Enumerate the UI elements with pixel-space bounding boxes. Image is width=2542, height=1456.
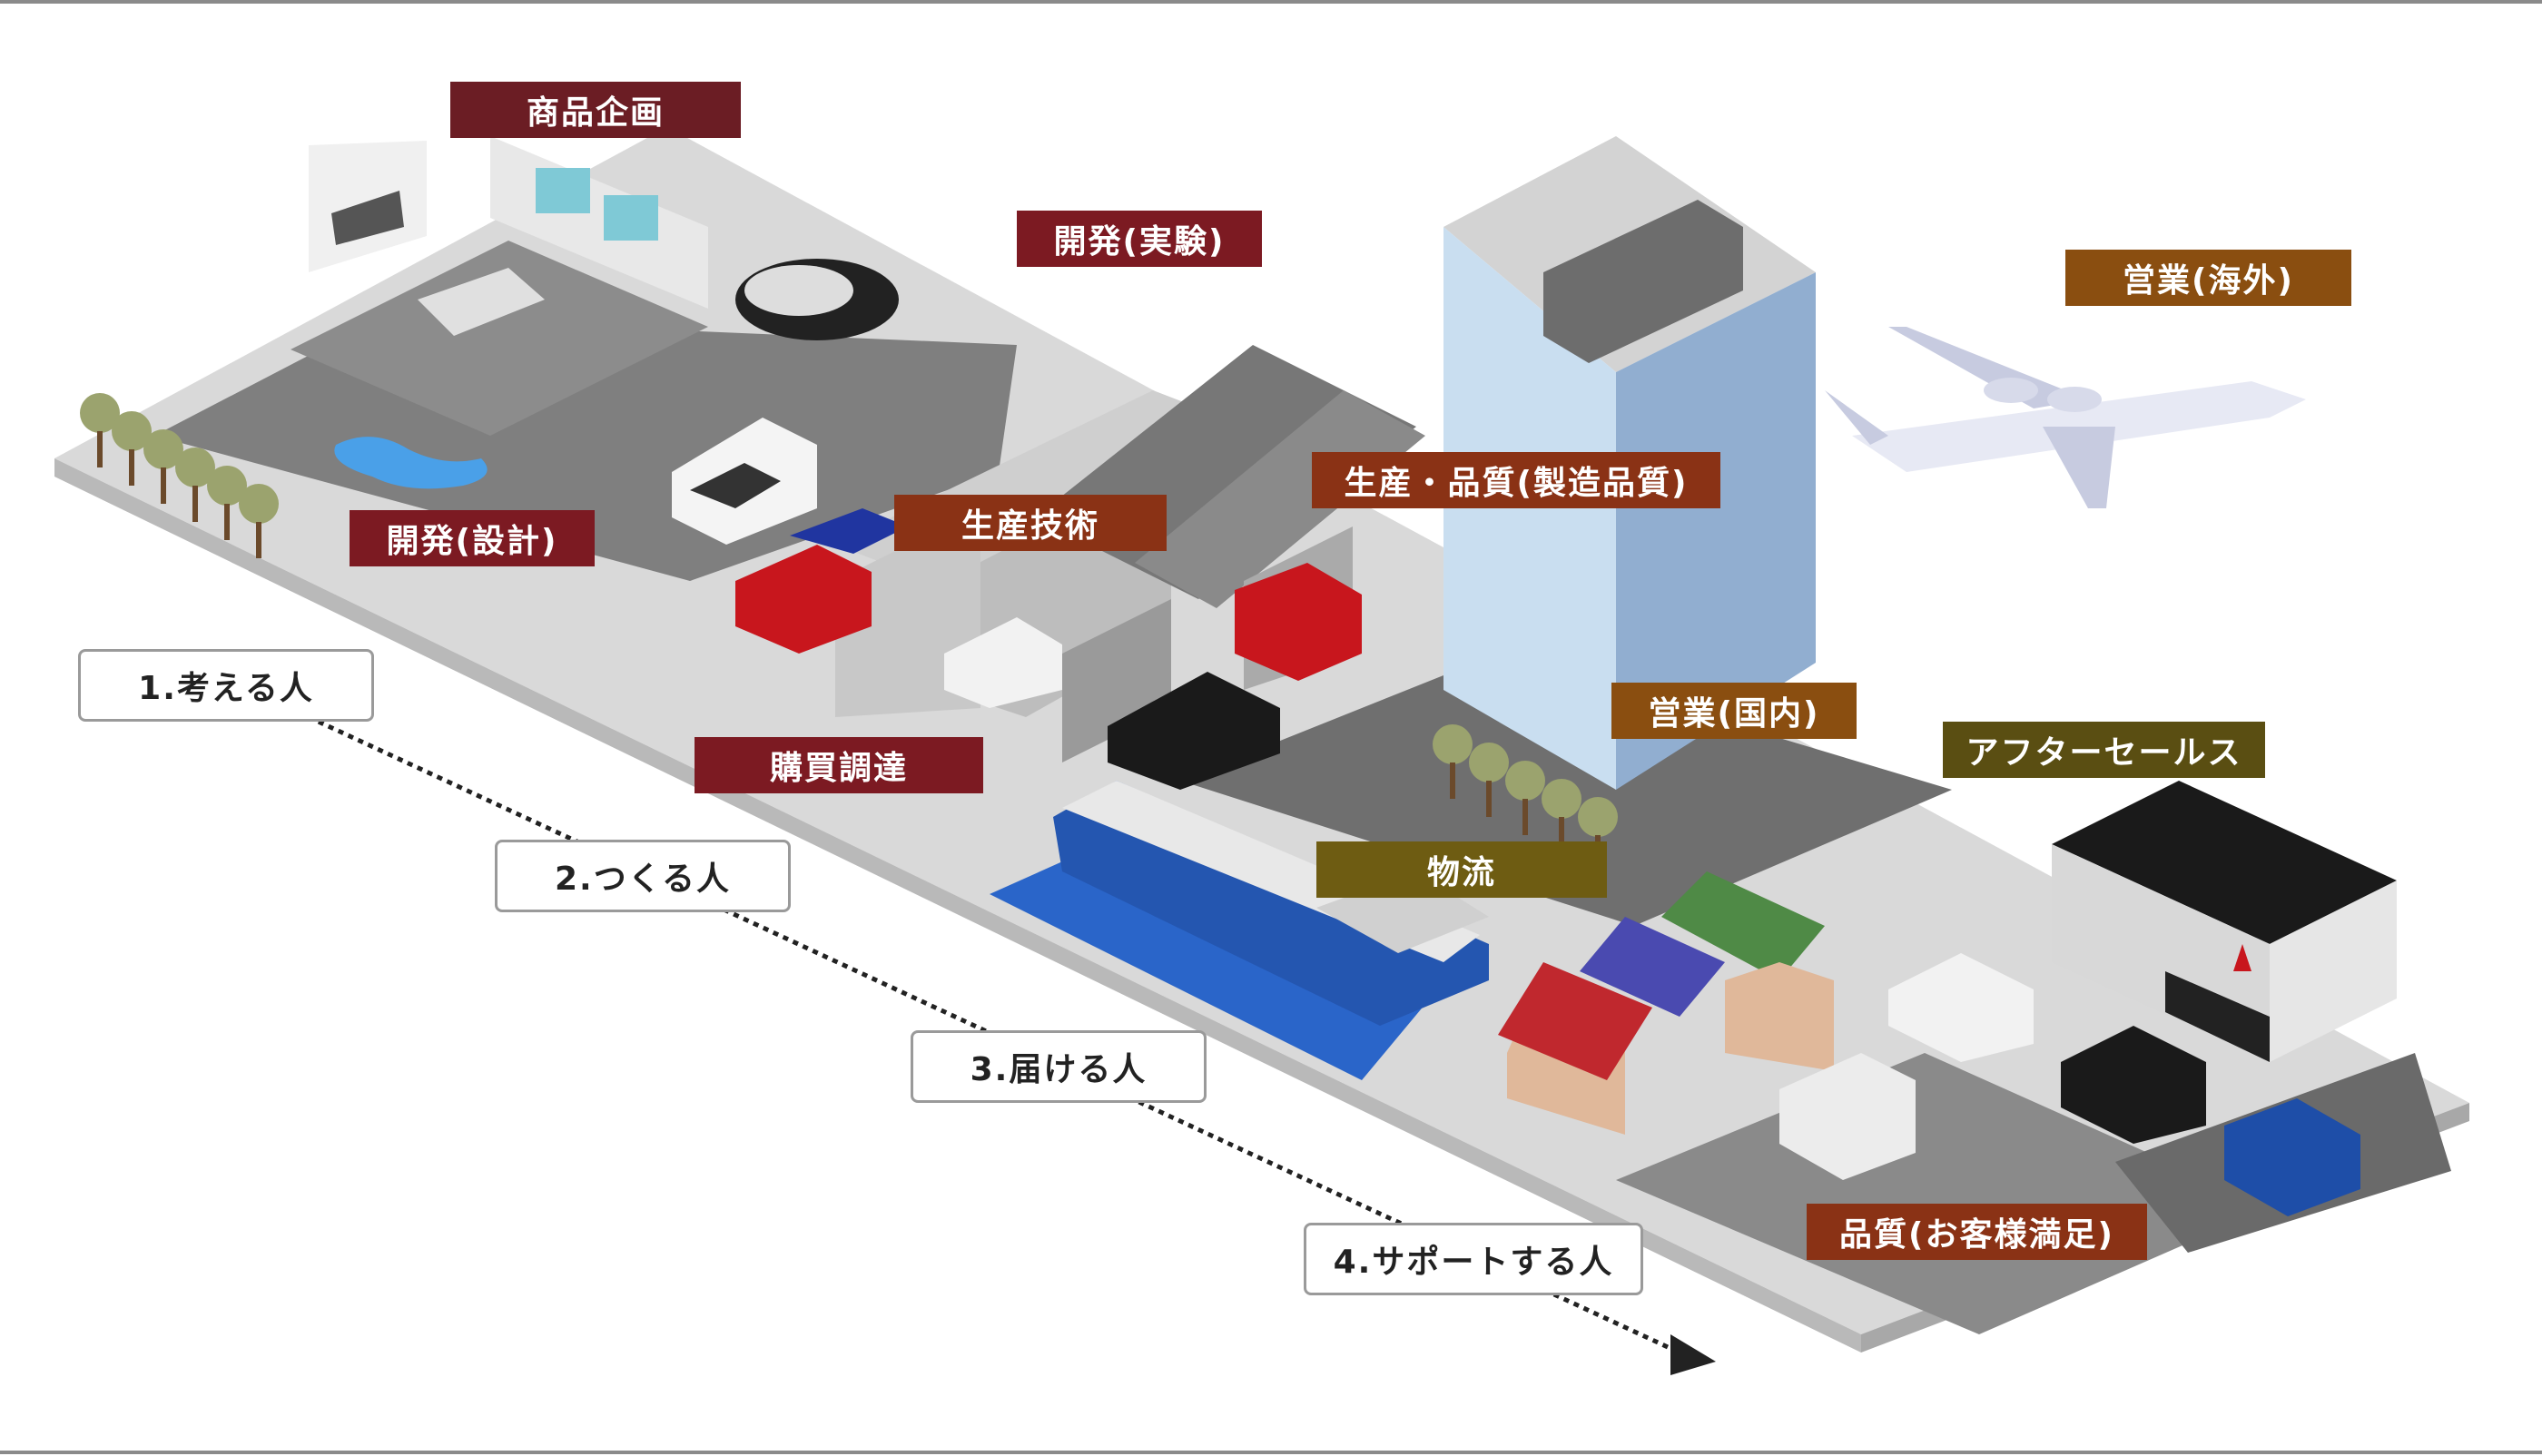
step-support: 4.サポートする人 [1304, 1223, 1643, 1295]
office-tower [1443, 136, 1816, 790]
after-sales-building [2052, 781, 2397, 1062]
callout-product-planning: 商品企画 [450, 82, 741, 138]
callout-sales-domestic: 営業(国内) [1611, 683, 1857, 739]
cars-planning-area [672, 259, 899, 545]
callout-dev-testing: 開発(実験) [1017, 211, 1262, 267]
tree-row-left [80, 393, 279, 558]
houses [1498, 871, 1834, 1135]
water-puddle [334, 437, 488, 489]
callout-quality-cs: 品質(お客様満足) [1807, 1204, 2147, 1260]
planning-building [291, 136, 708, 436]
cars-lot [1779, 953, 2360, 1216]
top-rule [0, 0, 2542, 4]
tree-row-mid [1433, 724, 1618, 871]
callout-dev-design: 開発(設計) [350, 510, 595, 566]
callout-sales-overseas: 営業(海外) [2065, 250, 2351, 306]
step-deliver: 3.届ける人 [911, 1030, 1207, 1103]
callout-prod-quality: 生産・品質(製造品質) [1312, 452, 1720, 508]
callout-logistics: 物流 [1316, 841, 1607, 898]
step-make: 2.つくる人 [495, 840, 791, 912]
bottom-rule [0, 1451, 2542, 1454]
cars-factory-area [735, 508, 1362, 790]
canal-and-ship [990, 781, 1489, 1080]
callout-prod-engineering: 生産技術 [894, 495, 1167, 551]
airplane [1825, 327, 2306, 508]
callout-procurement: 購買調達 [695, 737, 983, 793]
callout-after-sales: アフターセールス [1943, 722, 2265, 778]
arrow-head-icon [1670, 1334, 1716, 1375]
step-think: 1.考える人 [78, 649, 374, 722]
